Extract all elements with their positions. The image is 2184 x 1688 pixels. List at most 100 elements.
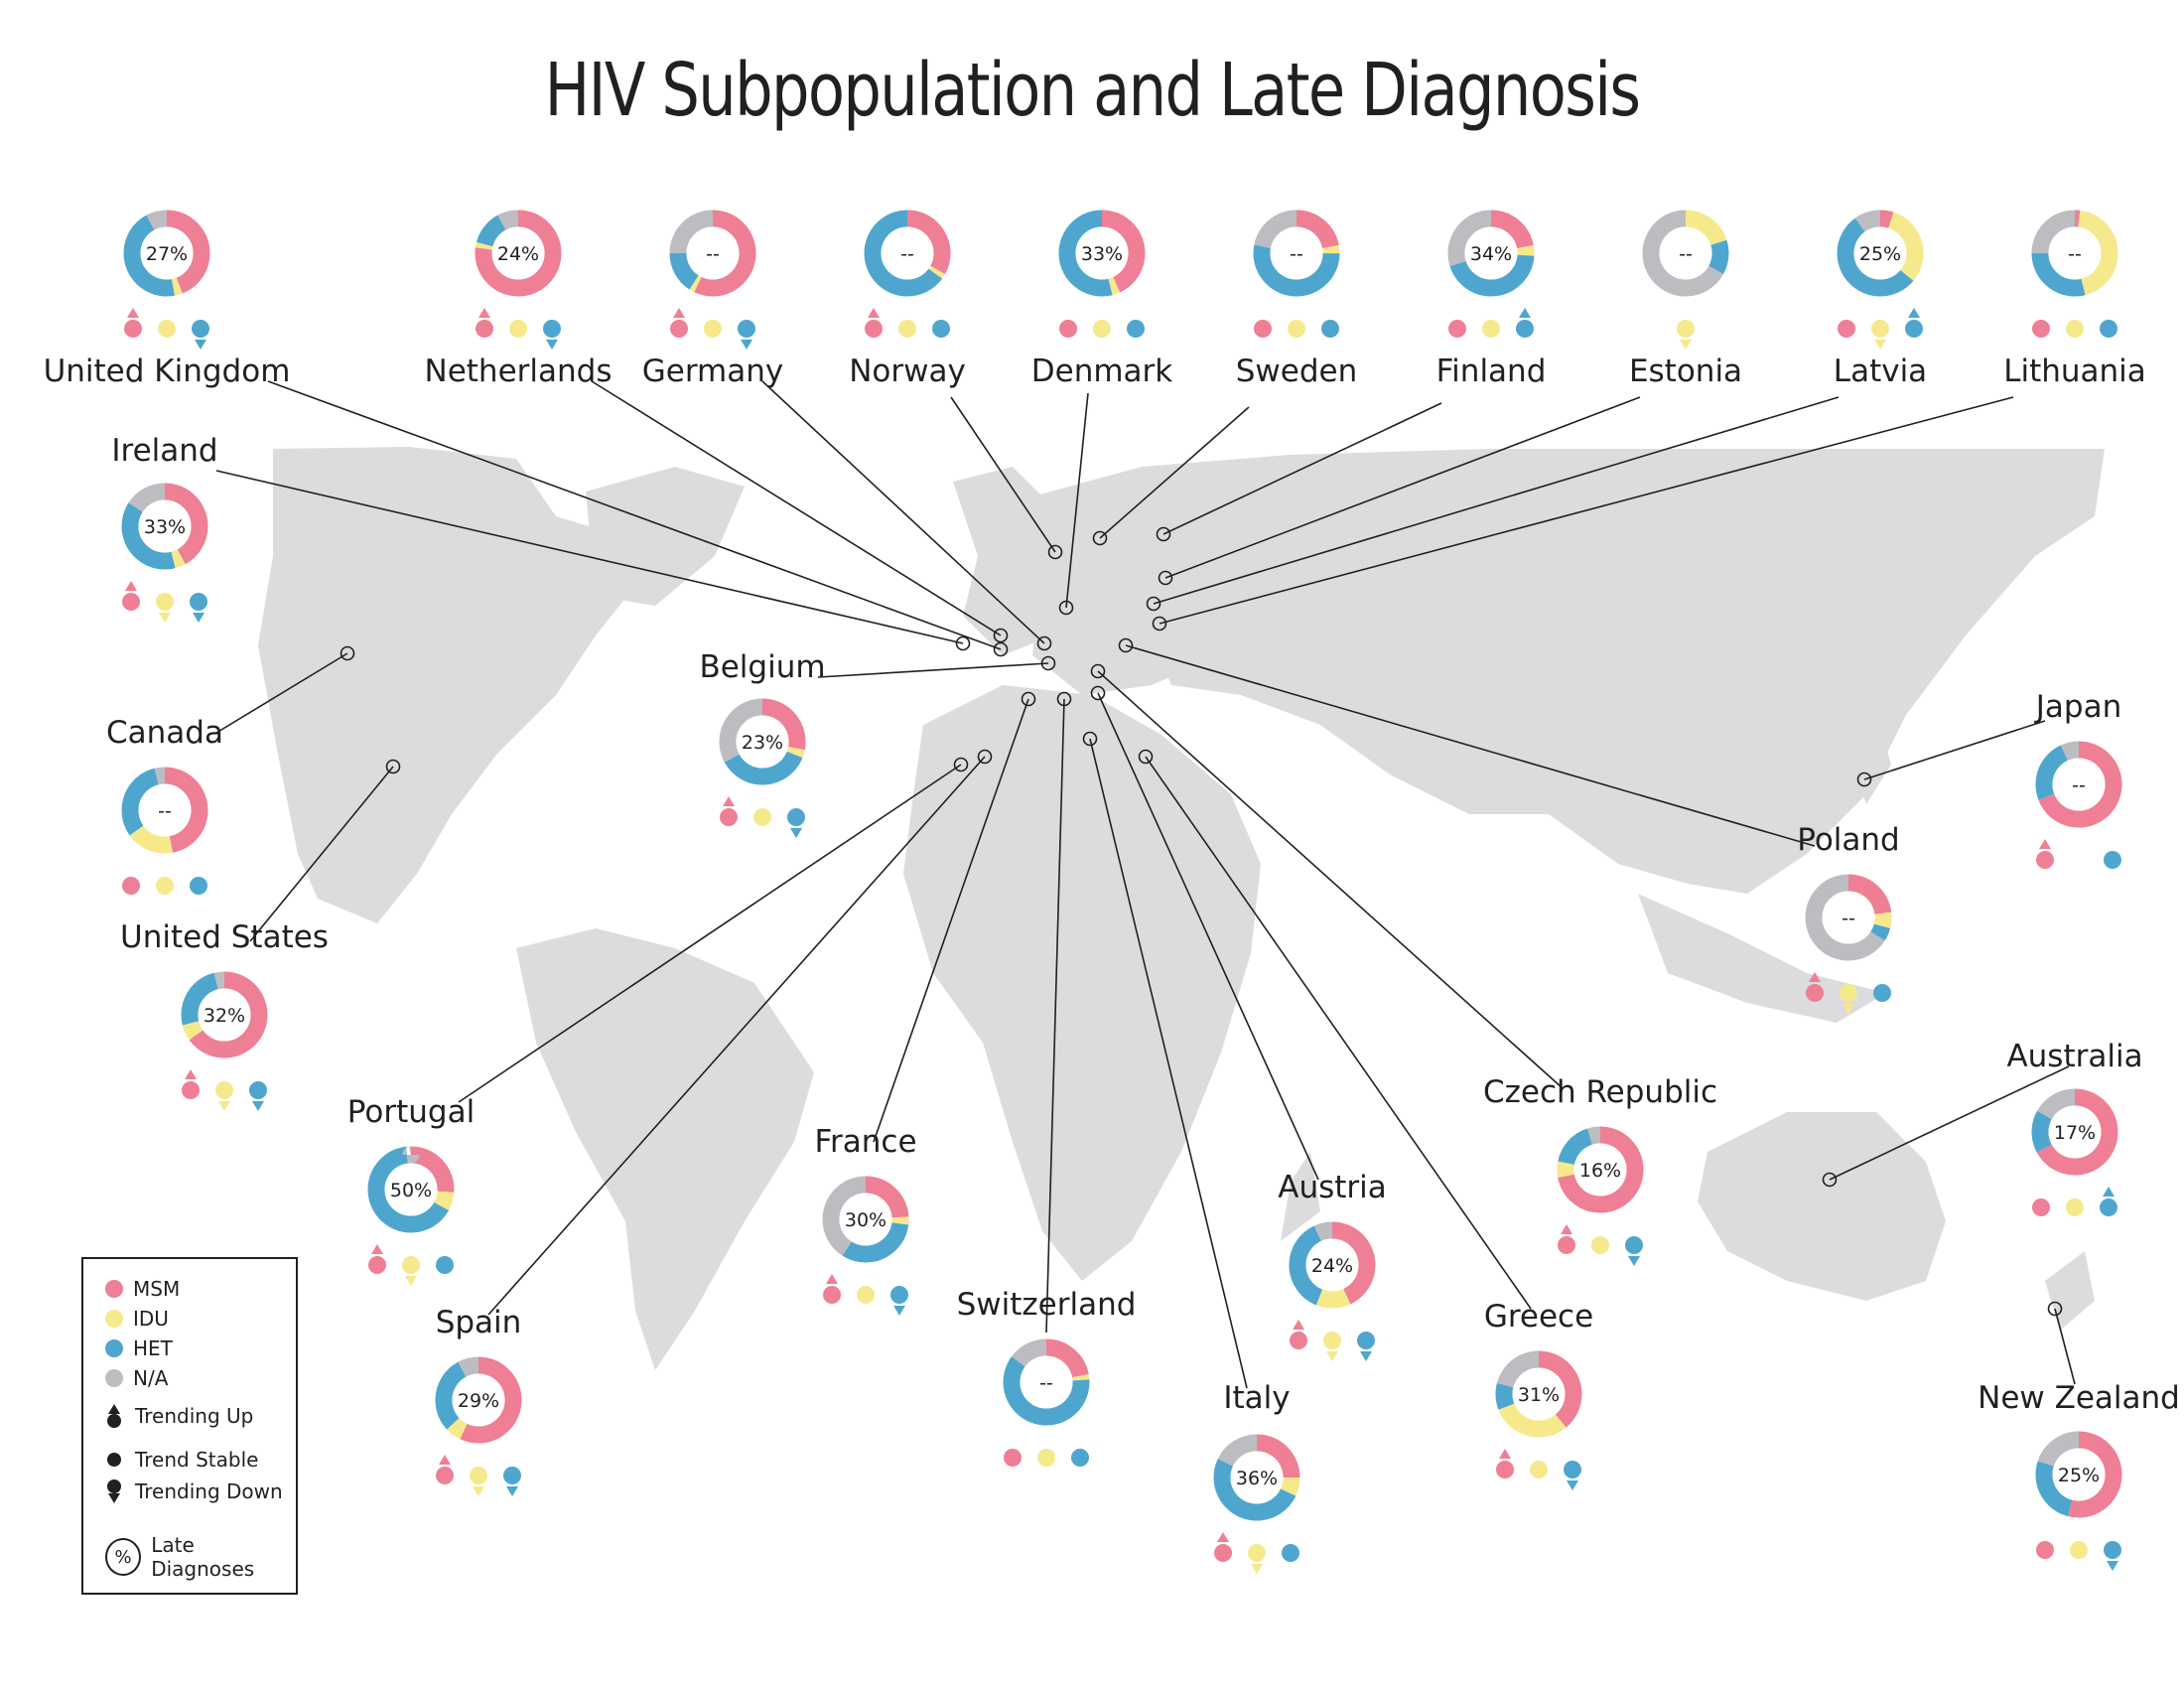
country-label-ireland: Ireland — [111, 433, 217, 469]
trend-dot-spain-2 — [503, 1467, 521, 1484]
country-label-switzerland: Switzerland — [957, 1287, 1137, 1323]
connector-poland — [1125, 644, 1816, 847]
trend-dot-estonia-1 — [1677, 320, 1695, 338]
location-marker-lithuania — [1152, 616, 1167, 632]
trend-down-icon-new-zealand-2 — [2107, 1561, 2118, 1571]
connector-canada — [215, 652, 348, 734]
donut-segment-sweden-1 — [1253, 210, 1340, 297]
donut-segment-spain-2 — [435, 1356, 522, 1444]
trend-dot-spain-1 — [470, 1467, 487, 1484]
map-landmass-11 — [1846, 715, 1891, 804]
trend-dot-denmark-2 — [1127, 320, 1145, 338]
trend-dot-czech-republic-2 — [1625, 1236, 1643, 1254]
location-marker-sweden — [1092, 530, 1108, 546]
legend-label-het: HET — [133, 1336, 173, 1360]
trend-dot-australia-0 — [2032, 1198, 2050, 1216]
legend-item-trend-up: Trending Up — [105, 1404, 253, 1428]
location-marker-estonia — [1158, 570, 1173, 586]
connector-spain — [487, 756, 986, 1316]
trend-dot-norway-2 — [932, 320, 950, 338]
trend-dot-sweden-2 — [1321, 320, 1339, 338]
connector-czech-republic — [1097, 670, 1564, 1089]
trend-dot-austria-2 — [1357, 1332, 1375, 1349]
donut-segment-finland-1 — [1447, 210, 1535, 297]
legend-label-late: Late Diagnoses — [151, 1533, 255, 1581]
connector-ireland — [215, 470, 964, 644]
donut-segment-japan-3 — [2035, 741, 2122, 828]
location-marker-united-states — [385, 759, 401, 774]
trend-dot-ireland-0 — [122, 593, 140, 611]
legend-item-trend-stable: Trend Stable — [105, 1448, 258, 1472]
donut-segment-estonia-2 — [1642, 210, 1729, 297]
trend-down-icon-poland-1 — [1843, 1004, 1854, 1014]
trend-down-icon-united-states-2 — [252, 1101, 264, 1111]
trend-dot-united-kingdom-0 — [124, 320, 142, 338]
connector-belgium — [817, 662, 1049, 678]
donut-segment-belgium-2 — [719, 698, 806, 785]
trend-up-icon-finland-2 — [1519, 308, 1531, 318]
location-marker-japan — [1856, 772, 1872, 787]
country-label-norway: Norway — [849, 353, 966, 389]
donut-segment-japan-2 — [2035, 741, 2122, 828]
donut-segment-portugal-3 — [367, 1146, 455, 1233]
trend-dot-lithuania-0 — [2032, 320, 2050, 338]
connector-lines — [215, 380, 2076, 1389]
connector-italy — [1089, 738, 1248, 1389]
donut-segment-italy-2 — [1213, 1434, 1300, 1521]
trend-up-icon-latvia-2 — [1908, 308, 1920, 318]
country-label-canada: Canada — [106, 715, 223, 751]
trend-dot-austria-0 — [1290, 1332, 1307, 1349]
connector-japan — [1863, 720, 2046, 780]
legend-item-msm: MSM — [105, 1277, 180, 1301]
location-marker-czech-republic — [1090, 663, 1106, 679]
donut-segment-finland-2 — [1447, 210, 1535, 297]
donut-segment-united-kingdom-2 — [123, 210, 210, 297]
donut-segment-united-states-3 — [181, 971, 268, 1058]
trend-dot-italy-1 — [1248, 1544, 1266, 1562]
trend-up-icon-spain-0 — [439, 1455, 451, 1465]
donut-segment-germany-3 — [669, 210, 756, 297]
country-label-denmark: Denmark — [1031, 353, 1173, 389]
donut-hole-japan — [2052, 758, 2106, 811]
connector-finland — [1162, 402, 1442, 535]
trend-up-icon — [105, 1404, 123, 1428]
connector-france — [873, 698, 1029, 1143]
connector-greece — [1145, 756, 1532, 1310]
connector-norway — [950, 396, 1056, 553]
donut-segment-latvia-1 — [1837, 210, 1924, 297]
trend-dot-finland-0 — [1448, 320, 1466, 338]
donut-segment-ireland-3 — [121, 483, 208, 570]
trend-dot-lithuania-2 — [2100, 320, 2117, 338]
trend-dot-ireland-2 — [190, 593, 207, 611]
donut-segment-lithuania-2 — [2031, 210, 2118, 297]
donut-segment-czech-republic-3 — [1557, 1126, 1644, 1213]
trend-dot-denmark-1 — [1093, 320, 1111, 338]
location-marker-belgium — [1040, 655, 1056, 671]
trend-down-icon-united-states-1 — [218, 1101, 230, 1111]
donut-segment-latvia-3 — [1837, 210, 1924, 297]
donut-segment-france-1 — [822, 1176, 909, 1263]
connector-lithuania — [1159, 396, 2014, 625]
donut-segment-poland-1 — [1805, 874, 1892, 961]
legend-item-trend-down: Trending Down — [105, 1479, 283, 1503]
trend-dot-switzerland-0 — [1004, 1449, 1022, 1467]
legend-swatch-het — [105, 1339, 123, 1357]
trend-up-icon-netherlands-0 — [478, 308, 490, 318]
country-label-portugal: Portugal — [347, 1094, 475, 1130]
connector-denmark — [1065, 392, 1089, 609]
trend-dot-united-states-2 — [249, 1081, 267, 1099]
trend-down-icon-spain-1 — [473, 1486, 484, 1496]
late-pct-sweden: -- — [1290, 243, 1303, 265]
trend-dot-norway-0 — [865, 320, 883, 338]
donut-hole-poland — [1822, 891, 1875, 944]
connector-united-states — [249, 766, 394, 942]
legend-label-trend-stable: Trend Stable — [135, 1448, 259, 1472]
trend-dot-new-zealand-2 — [2104, 1541, 2121, 1559]
legend-item-het: HET — [105, 1336, 173, 1360]
location-marker-portugal — [953, 757, 969, 773]
location-marker-poland — [1118, 637, 1134, 653]
trend-up-icon-portugal-0 — [371, 1244, 383, 1254]
donut-segment-czech-republic-1 — [1557, 1126, 1644, 1213]
donut-segment-greece-2 — [1495, 1350, 1582, 1438]
trend-dot-australia-2 — [2100, 1198, 2117, 1216]
